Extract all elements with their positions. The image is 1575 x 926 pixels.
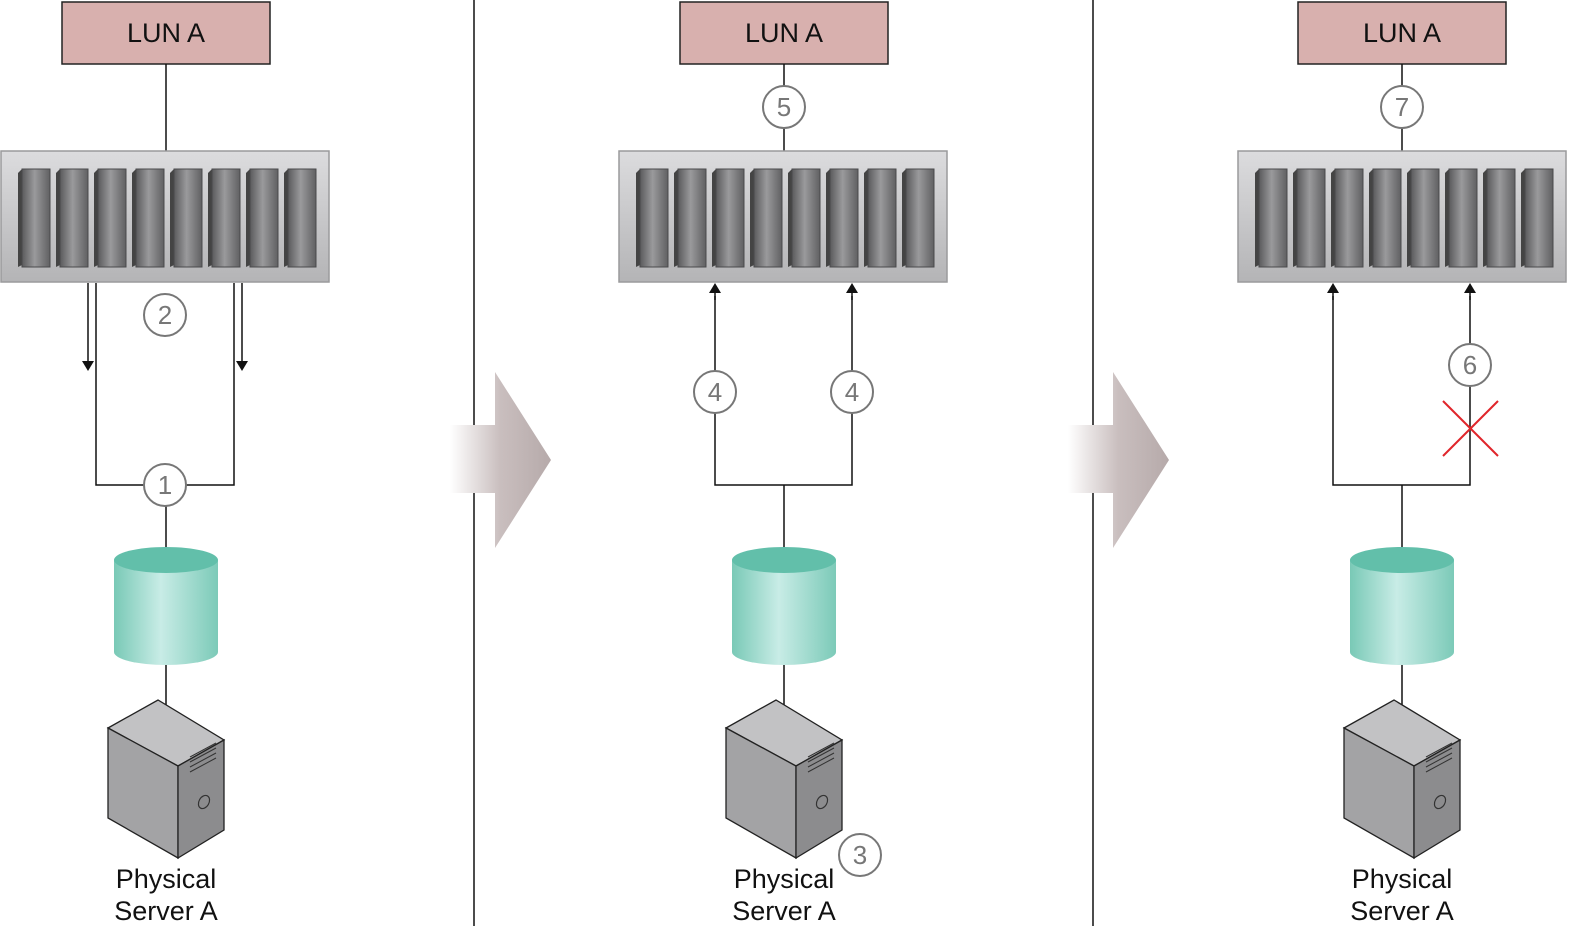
switch-port-slot (753, 168, 783, 268)
svg-text:6: 6 (1463, 350, 1477, 380)
switch-port-slot (829, 168, 859, 268)
panel-1: LUN A 2 1 Physical Server A (0, 1, 330, 926)
svg-text:5: 5 (777, 92, 791, 122)
lun-box (61, 1, 271, 65)
switch-port-slot (249, 168, 279, 268)
switch-port-slot (287, 168, 317, 268)
server-tower-icon (1342, 699, 1462, 860)
step-badge: 1 (143, 463, 187, 507)
switch-port-slot (867, 168, 897, 268)
server-label-line1: Physical (116, 864, 217, 894)
switch-port-slot (173, 168, 203, 268)
svg-text:3: 3 (853, 840, 867, 870)
server-label-line2: Server A (732, 896, 836, 926)
storage-switch (0, 150, 330, 283)
lun-label: LUN A (1363, 18, 1441, 48)
switch-port-slot (59, 168, 89, 268)
switch-port-slot (1524, 168, 1554, 268)
transition-arrow-1 (450, 372, 551, 548)
server-tower-icon (724, 699, 844, 860)
svg-text:2: 2 (158, 300, 172, 330)
lun-label: LUN A (127, 18, 205, 48)
panel-2: LUN A 5 4 4 3 Physical Server (618, 1, 948, 926)
server-label-line2: Server A (1350, 896, 1454, 926)
path-failure-x-icon (1442, 400, 1499, 457)
server-label-line1: Physical (734, 864, 835, 894)
storage-switch (1237, 150, 1567, 283)
switch-port-slot (135, 168, 165, 268)
disk-volume (732, 547, 836, 665)
switch-port-slot (1334, 168, 1364, 268)
switch-port-slot (1372, 168, 1402, 268)
switch-port-slot (211, 168, 241, 268)
disk-volume (114, 547, 218, 665)
switch-port-slot (639, 168, 669, 268)
step-badge: 4 (693, 370, 737, 414)
switch-port-slot (1410, 168, 1440, 268)
step-badge: 3 (838, 833, 882, 877)
svg-text:7: 7 (1395, 92, 1409, 122)
step-badge: 4 (830, 370, 874, 414)
server-tower-icon (106, 699, 226, 860)
switch-port-slot (1258, 168, 1288, 268)
switch-port-slot (1448, 168, 1478, 268)
switch-port-slot (715, 168, 745, 268)
step-badge: 5 (762, 85, 806, 129)
switch-port-slot (21, 168, 51, 268)
server-label-line2: Server A (114, 896, 218, 926)
switch-port-slot (905, 168, 935, 268)
storage-switch (618, 150, 948, 283)
svg-text:4: 4 (708, 377, 722, 407)
disk-volume (1350, 547, 1454, 665)
switch-port-slot (1296, 168, 1326, 268)
svg-text:4: 4 (845, 377, 859, 407)
server-label-line1: Physical (1352, 864, 1453, 894)
step-badge: 7 (1380, 85, 1424, 129)
lun-box (679, 1, 889, 65)
panel-3: LUN A 7 6 Physical Server A (1237, 1, 1567, 926)
switch-port-slot (791, 168, 821, 268)
switch-port-slot (677, 168, 707, 268)
step-badge: 6 (1448, 343, 1492, 387)
step-badge: 2 (143, 293, 187, 337)
switch-port-slot (1486, 168, 1516, 268)
switch-port-slot (97, 168, 127, 268)
path-line (1332, 296, 1471, 486)
transition-arrow-2 (1068, 372, 1169, 548)
svg-text:1: 1 (158, 470, 172, 500)
lun-label: LUN A (745, 18, 823, 48)
